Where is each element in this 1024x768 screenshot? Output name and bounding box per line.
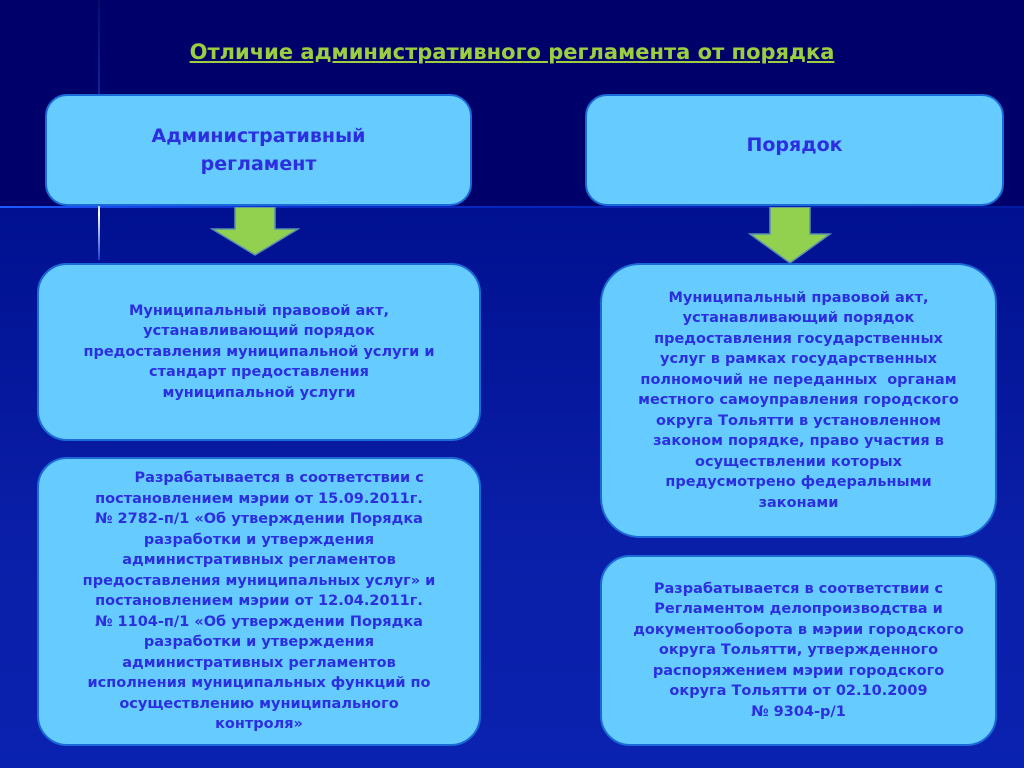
text-line: разработки и утверждения xyxy=(143,634,375,651)
text-line: распоряжением мэрии городского xyxy=(652,662,945,679)
text-line: документооборота в мэрии городского xyxy=(633,621,964,638)
text-line: № 2782-п/1 «Об утверждении Порядка xyxy=(95,511,423,528)
text-line: исполнения муниципальных функций по xyxy=(87,675,431,692)
text-line: законами xyxy=(758,494,839,511)
text-line: контроля» xyxy=(215,716,303,733)
header-box-admin-regulation: Административный регламент xyxy=(45,94,472,206)
text-line: муниципальной услуги xyxy=(162,384,356,401)
text-line: предоставления муниципальной услуги и xyxy=(83,343,435,360)
text-line: округа Тольятти, утвержденного xyxy=(658,642,939,659)
text-line: услуг в рамках государственных xyxy=(660,351,937,368)
text-line: полномочий не переданных органам xyxy=(640,371,957,388)
text-line: административных регламентов xyxy=(122,552,396,569)
text-line: постановлением мэрии от 12.04.2011г. xyxy=(95,593,423,610)
text-line: устанавливающий порядок xyxy=(682,310,915,327)
text-line: законом порядке, право участия в xyxy=(653,433,944,450)
text-line: округа Тольятти от 02.10.2009 xyxy=(669,683,928,700)
text-line: местного самоуправления городского xyxy=(638,392,959,409)
text-line: № 9304-р/1 xyxy=(751,703,846,720)
text-line: предоставления муниципальных услуг» и xyxy=(82,572,436,589)
header-line: Порядок xyxy=(746,134,843,156)
text-line: разработки и утверждения xyxy=(143,531,375,548)
header-line: Административный xyxy=(151,125,366,147)
text-line: Муниципальный правовой акт, xyxy=(128,302,390,319)
text-line: осуществлению муниципального xyxy=(119,695,399,712)
text-line: устанавливающий порядок xyxy=(143,323,375,340)
text-line: Разрабатывается в соответствии с xyxy=(653,580,944,597)
text-line: предоставления государственных xyxy=(654,330,943,347)
text-line: округа Тольятти в установленном xyxy=(656,412,941,429)
text-line: № 1104-п/1 «Об утверждении Порядка xyxy=(95,613,423,630)
text-line: Муниципальный правовой акт, xyxy=(668,289,929,306)
text-line: административных регламентов xyxy=(122,654,396,671)
left-definition-box: Муниципальный правовой акт, устанавливающ… xyxy=(37,263,481,441)
text-line: стандарт предоставления xyxy=(149,364,369,381)
text-line: предусмотрено федеральными xyxy=(665,474,932,491)
left-basis-box: Разрабатывается в соответствии с постанов… xyxy=(37,457,481,746)
down-arrow-icon xyxy=(210,207,300,256)
decorative-horizontal-line xyxy=(0,206,1024,208)
text-line: Разрабатывается в соответствии с xyxy=(94,470,424,487)
text-line: Регламентом делопроизводства и xyxy=(654,601,943,618)
down-arrow-icon xyxy=(748,207,832,264)
text-line: осуществлении которых xyxy=(695,453,902,470)
right-basis-box: Разрабатывается в соответствии с Регламен… xyxy=(600,555,997,746)
header-box-procedure: Порядок xyxy=(585,94,1004,206)
right-definition-box: Муниципальный правовой акт, устанавливающ… xyxy=(600,263,997,538)
slide-title: Отличие административного регламента от … xyxy=(189,40,835,64)
header-line: регламент xyxy=(200,153,317,175)
text-line: постановлением мэрии от 15.09.2011г. xyxy=(95,490,423,507)
